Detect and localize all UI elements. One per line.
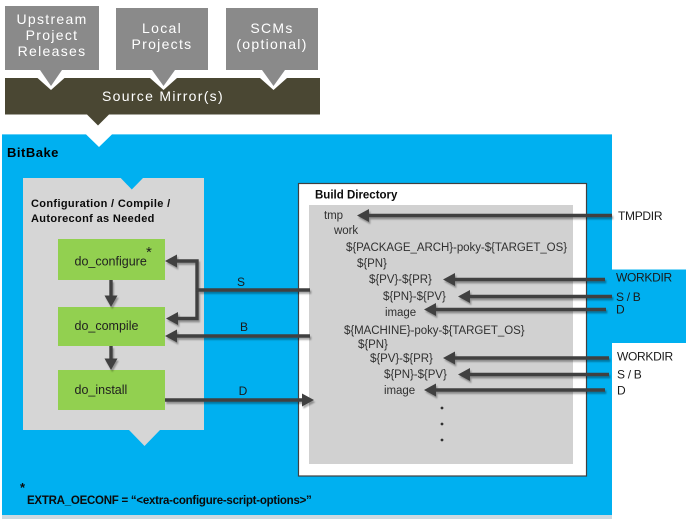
svg-text:work: work	[333, 225, 358, 237]
svg-text:B: B	[240, 320, 248, 334]
svg-text:${PN}-${PV}: ${PN}-${PV}	[383, 291, 446, 303]
svg-text:(optional): (optional)	[236, 36, 307, 52]
svg-text:Upstream: Upstream	[16, 11, 87, 27]
svg-text:SCMs: SCMs	[250, 20, 293, 36]
svg-text:${PACKAGE_ARCH}-poky-${TARGET_: ${PACKAGE_ARCH}-poky-${TARGET_OS}	[346, 242, 567, 254]
svg-text:WORKDIR: WORKDIR	[616, 271, 673, 285]
svg-text:D: D	[616, 303, 625, 317]
svg-text:${PV}-${PR}: ${PV}-${PR}	[370, 353, 433, 365]
svg-text:S / B: S / B	[616, 290, 641, 304]
svg-text:*: *	[146, 244, 152, 261]
svg-text:S / B: S / B	[617, 368, 642, 382]
svg-text:S: S	[237, 275, 245, 289]
svg-text:EXTRA_OECONF = “<extra-configu: EXTRA_OECONF = “<extra-configure-script-…	[27, 495, 312, 507]
svg-text:${PN}: ${PN}	[357, 258, 387, 270]
svg-text:do_install: do_install	[75, 383, 128, 397]
svg-text:TMPDIR: TMPDIR	[618, 209, 663, 223]
svg-text:do_compile: do_compile	[75, 319, 139, 333]
svg-text:BitBake: BitBake	[7, 145, 59, 160]
svg-text:do_configure: do_configure	[75, 255, 147, 269]
svg-text:${PV}-${PR}: ${PV}-${PR}	[369, 274, 432, 286]
svg-text:Project: Project	[26, 27, 79, 43]
svg-text:WORKDIR: WORKDIR	[617, 350, 674, 364]
svg-text:Build Directory: Build Directory	[315, 190, 398, 202]
svg-text:Releases: Releases	[18, 43, 87, 59]
svg-text:D: D	[617, 384, 626, 398]
svg-text:${PN}-${PV}: ${PN}-${PV}	[384, 369, 447, 381]
svg-text:${MACHINE}-poky-${TARGET_OS}: ${MACHINE}-poky-${TARGET_OS}	[344, 325, 525, 337]
svg-text:*: *	[20, 480, 26, 495]
svg-text:image: image	[385, 307, 416, 319]
svg-text:Projects: Projects	[132, 36, 193, 52]
svg-text:Source Mirror(s): Source Mirror(s)	[102, 88, 224, 104]
svg-text:image: image	[384, 385, 415, 397]
svg-text:Local: Local	[142, 20, 182, 36]
svg-text:Autoreconf as Needed: Autoreconf as Needed	[31, 213, 155, 225]
svg-text:D: D	[239, 384, 248, 398]
svg-text:${PN}: ${PN}	[358, 339, 388, 351]
svg-text:Configuration / Compile /: Configuration / Compile /	[31, 198, 171, 210]
svg-text:tmp: tmp	[324, 210, 343, 222]
